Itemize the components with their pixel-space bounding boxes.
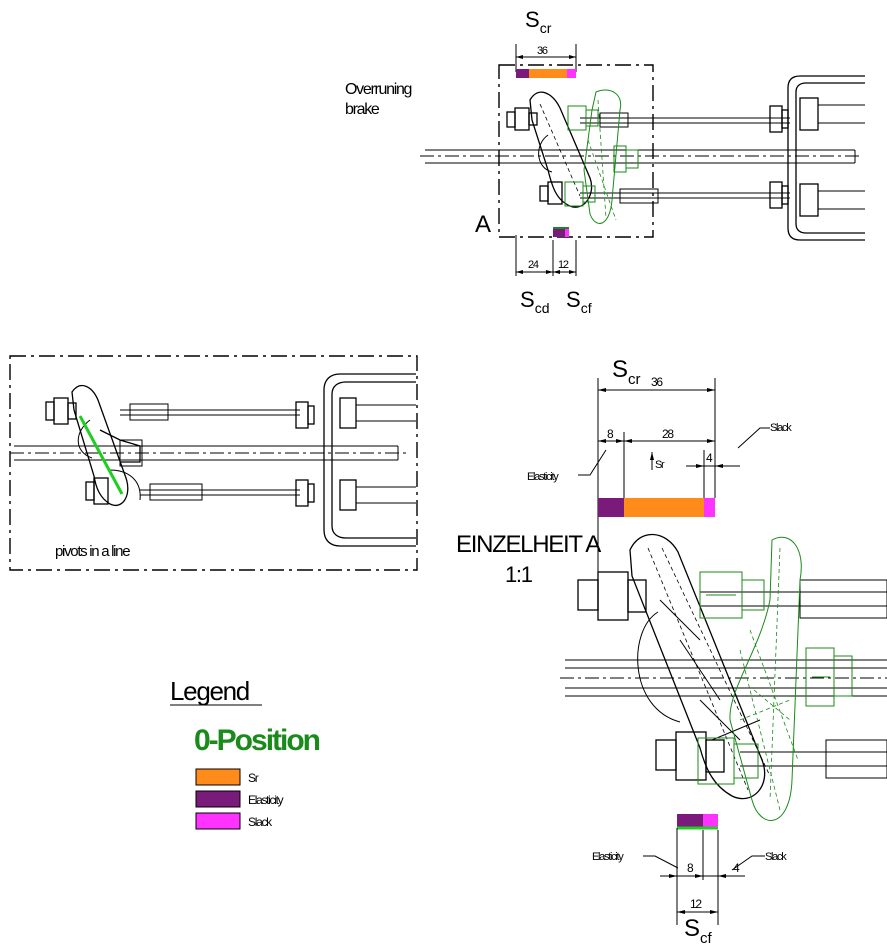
detail-frame-a [498,64,654,238]
legend-swatch-elasticity [195,790,241,808]
top-scr-label: Scr [525,7,552,36]
detail-mark-a: A [475,211,491,238]
det-slack-callout: Slack [770,422,792,434]
top-bottom-bar-elastic [553,228,565,237]
dim-top-cf: 12 [558,259,569,271]
det-bar-slack [704,498,715,517]
overrunning-line1: Overruning [345,81,412,98]
det-bottom-bar-elastic [677,814,703,828]
legend-title: Legend [170,676,249,706]
top-scf-label: Scf [566,287,592,316]
pivot-frame [9,355,418,571]
dim-bot-slack: 4 [733,861,740,875]
det-bottom-bar-slack [703,814,718,828]
detail-scr-label: Scr [612,356,641,388]
legend-swatch-sr [195,768,241,786]
legend-swatch-slack [195,812,241,830]
top-bar-slack [567,69,576,78]
einzelheit-label: EINZELHEIT A [456,531,601,558]
bot-elasticity-callout: Elasticity [592,851,624,863]
bot-scf-label: Scf [684,915,713,947]
dim-det-total: 36 [651,375,663,389]
overrunning-line2: brake [345,101,380,118]
top-bar-elastic [516,69,529,78]
dim-bot-total: 12 [690,897,702,911]
legend-label-elasticity: Elasticity [248,793,284,807]
legend: Legend 0-Position Sr Elasticity Slack [170,676,322,830]
dim-top-total: 36 [537,45,548,57]
legend-label-slack: Slack [248,815,273,829]
top-scd-label: Scd [520,287,549,316]
dim-det-sr: 28 [662,427,674,441]
det-bar-elastic [598,498,624,517]
top-bottom-bar-slack [565,228,569,237]
det-sr-callout: Sr [655,459,665,471]
pivot-view: pivots in a line [9,355,418,571]
legend-label-sr: Sr [248,771,259,785]
dim-det-slack: 4 [706,451,713,465]
dim-top-cd: 24 [528,259,539,271]
bot-slack-callout: Slack [765,851,787,863]
detail-view: Scr 36 8 28 Sr Elasticity Slack 4 [456,356,887,947]
det-elasticity-callout: Elasticity [527,471,559,483]
det-bar-sr [624,498,704,517]
scale-label: 1:1 [505,562,533,587]
pivots-label: pivots in a line [55,543,130,560]
dim-det-elastic: 8 [607,427,614,441]
top-bar-sr [529,69,567,78]
top-view: Scr 36 A Overruning brake [345,7,865,316]
dim-bot-elastic: 8 [687,861,694,875]
legend-subtitle: 0-Position [194,724,320,757]
